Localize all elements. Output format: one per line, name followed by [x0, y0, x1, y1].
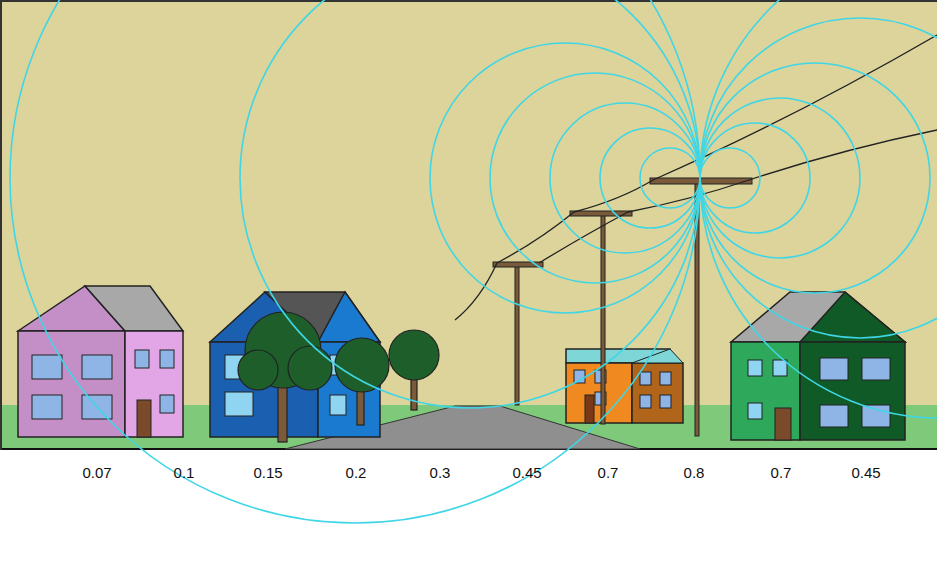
field-value: 0.2: [346, 464, 367, 481]
field-line: [700, 18, 937, 338]
field-value: 0.15: [253, 464, 282, 481]
orange-house: [566, 349, 683, 423]
field-line: [430, 43, 700, 313]
field-line: [700, 123, 810, 233]
power-wires: [455, 35, 937, 320]
field-line: [700, 0, 937, 418]
frame: [0, 0, 937, 450]
magnetic-field-lines: [10, 0, 937, 523]
green-house: [731, 292, 905, 440]
field-line: [700, 63, 930, 293]
purple-house: [18, 286, 183, 437]
field-value: 0.7: [771, 464, 792, 481]
sky: [0, 0, 937, 450]
trees: [238, 312, 439, 442]
field-line: [10, 0, 700, 523]
field-value: 0.07: [82, 464, 111, 481]
field-value: 0.8: [684, 464, 705, 481]
field-value: 0.45: [512, 464, 541, 481]
field-line: [700, 148, 760, 208]
field-line: [550, 103, 700, 253]
field-value: 0.7: [598, 464, 619, 481]
field-line: [240, 0, 700, 408]
field-line: [490, 73, 700, 283]
field-line: [600, 128, 700, 228]
field-value: 0.3: [430, 464, 451, 481]
field-value: 0.1: [174, 464, 195, 481]
power-poles: [493, 178, 752, 436]
field-value: 0.45: [851, 464, 880, 481]
field-line: [640, 148, 700, 208]
field-line: [700, 98, 860, 258]
